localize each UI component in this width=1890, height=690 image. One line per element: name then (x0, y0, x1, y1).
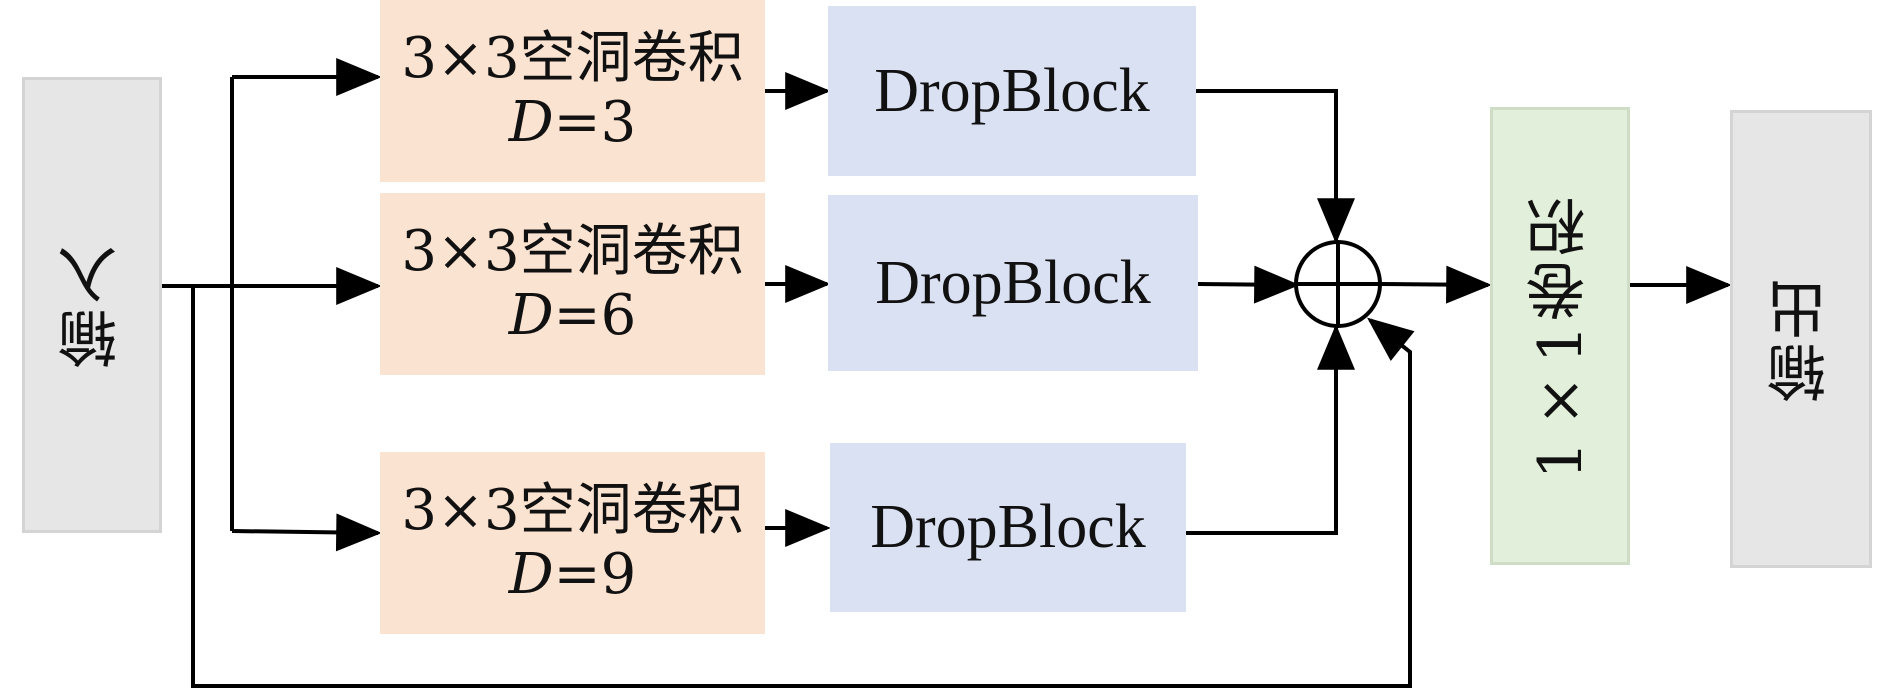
conv-block-d9: 3×3空洞卷积 D=9 (380, 452, 765, 634)
sum-to-conv1x1-arrow (1379, 265, 1492, 304)
dropblock-3: DropBlock (830, 443, 1186, 612)
conv-block-d6: 3×3空洞卷积 D=6 (380, 193, 765, 375)
dropblock3-to-sum-arrow (1186, 324, 1355, 535)
conv-block-param: D=3 (508, 90, 637, 155)
conv-param-value: =3 (553, 90, 637, 155)
input-label: 输入 (57, 241, 128, 369)
residual-skip-arrow (191, 286, 1415, 688)
conv1x1-label: 1×1卷积 (1525, 192, 1596, 480)
dropblock-2: DropBlock (828, 195, 1198, 371)
output-box: 输出 (1730, 110, 1872, 568)
conv-param-value: =6 (553, 283, 637, 348)
dropblock1-to-sum-arrow (1196, 89, 1355, 244)
dropblock-label: DropBlock (874, 56, 1150, 125)
dropblock2-to-sum-arrow (1197, 265, 1300, 304)
conv-block-title: 3×3空洞卷积 (401, 25, 744, 91)
conv-param-symbol: D (508, 542, 554, 607)
input-box: 输入 (22, 77, 162, 533)
conv-block-param: D=9 (508, 542, 637, 607)
output-label: 输出 (1766, 275, 1837, 403)
conv-block-param: D=6 (508, 283, 637, 348)
conv-param-symbol: D (508, 90, 554, 155)
input-to-branch3-arrow (231, 513, 382, 552)
conv-param-symbol: D (508, 283, 554, 348)
conv-block-title: 3×3空洞卷积 (401, 218, 744, 284)
dropblock-label: DropBlock (875, 248, 1151, 317)
conv-param-value: =9 (553, 542, 637, 607)
dropblock-label: DropBlock (870, 493, 1146, 561)
conv-block-title: 3×3空洞卷积 (401, 477, 744, 543)
conv1x1-box: 1×1卷积 (1490, 107, 1630, 565)
dropblock-1: DropBlock (828, 6, 1196, 176)
conv-block-d3: 3×3空洞卷积 D=3 (380, 0, 765, 182)
